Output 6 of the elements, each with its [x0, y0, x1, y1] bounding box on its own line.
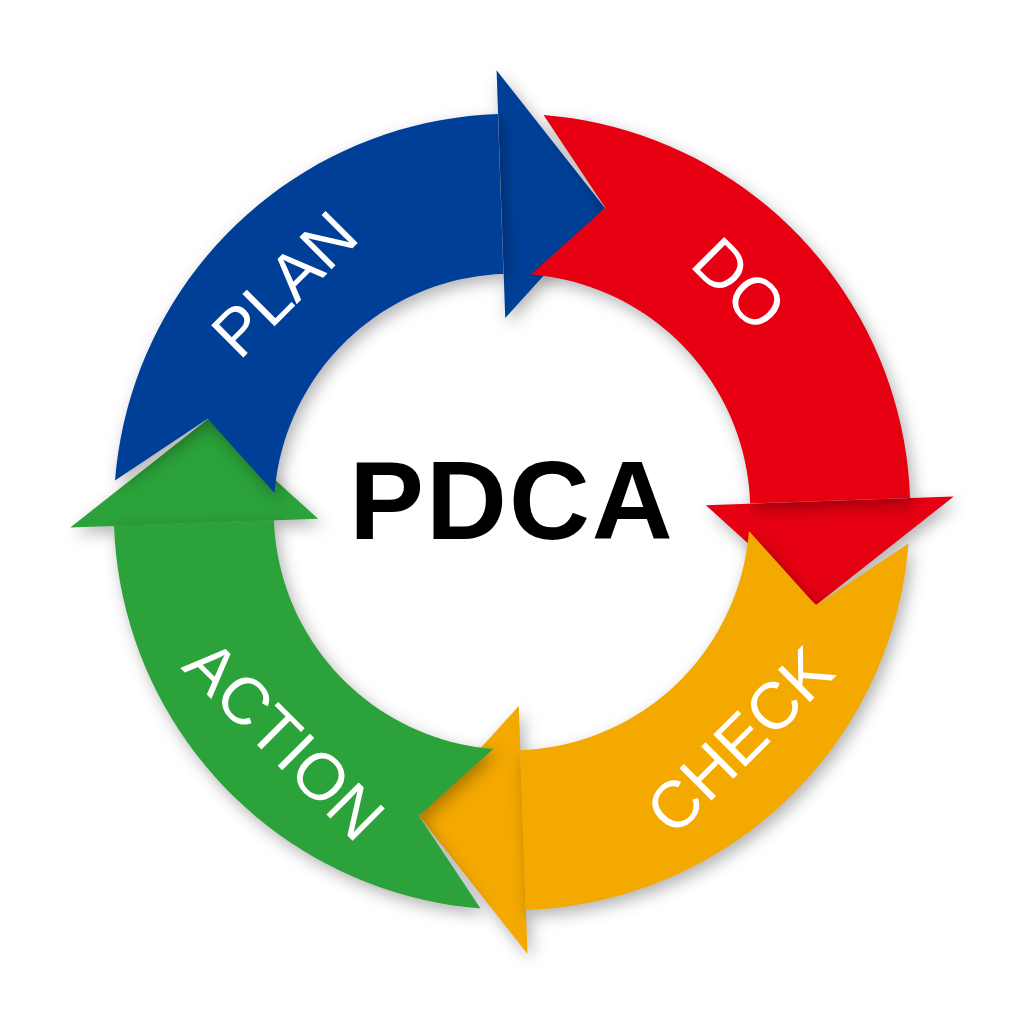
- cycle-arrowhead: [705, 496, 954, 605]
- stage-label: DO: [681, 225, 798, 343]
- cycle-arrowhead: [419, 705, 528, 954]
- cycle-arrowhead: [496, 70, 605, 319]
- diagram-title: PDCA: [348, 445, 676, 557]
- cycle-arrowhead: [70, 419, 319, 528]
